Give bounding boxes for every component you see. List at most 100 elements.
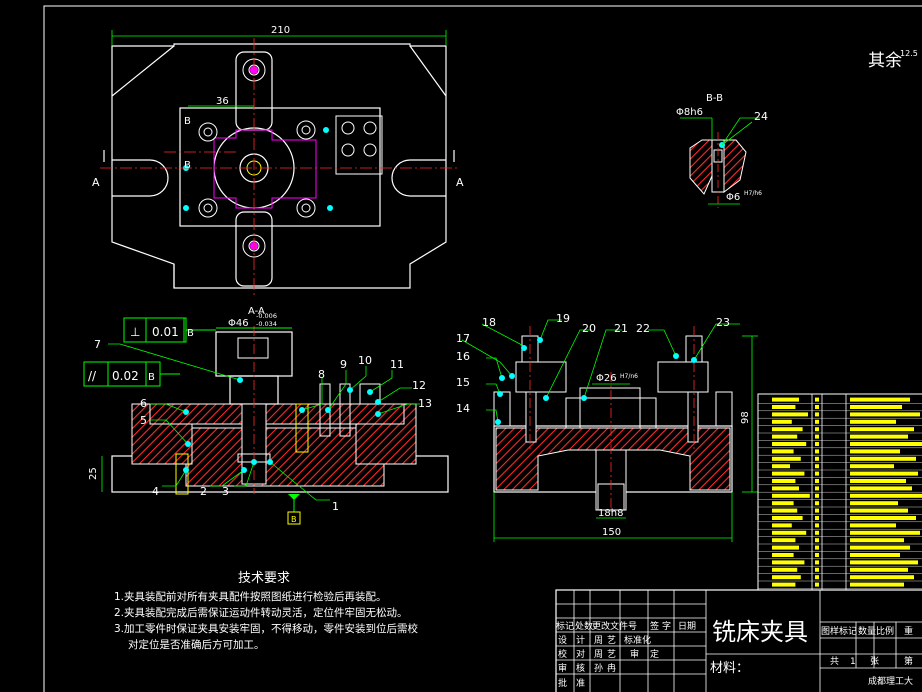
row-check-5: 审 xyxy=(630,648,639,660)
parts-list-name-text xyxy=(772,419,792,424)
parts-list-material-text xyxy=(850,582,904,587)
part-number-17: 17 xyxy=(456,332,470,345)
section-bb-title: B-B xyxy=(706,93,723,104)
parts-list-qty-text xyxy=(815,471,819,476)
parts-list-name-text xyxy=(772,575,801,580)
part-number-14: 14 xyxy=(456,402,470,415)
row-check-1: 校 xyxy=(558,648,567,660)
parts-list-name-text xyxy=(772,479,796,483)
top-view: A A B B 210 36 xyxy=(92,25,464,296)
drawing-border xyxy=(43,5,922,692)
parts-list-material-text xyxy=(850,501,898,506)
parts-list-name-text xyxy=(772,427,803,432)
parts-list-material-text xyxy=(850,508,908,513)
part-number-12: 12 xyxy=(412,379,426,392)
row-check-3: 周 xyxy=(594,649,603,660)
parts-list-material-text xyxy=(850,516,916,520)
row-review-3: 孙 xyxy=(594,662,603,674)
part-number-23: 23 xyxy=(716,316,730,329)
parts-list-material-text xyxy=(850,442,922,446)
parts-list-qty-text xyxy=(815,530,819,535)
parts-list-name-text xyxy=(772,567,798,572)
part-number-19: 19 xyxy=(556,312,570,325)
dim-phi26-fit: H7/n6 xyxy=(620,373,638,380)
part-number-8: 8 xyxy=(318,368,325,381)
dim-phi46-lower: -0.034 xyxy=(256,320,277,328)
parts-list-name-text xyxy=(772,456,801,461)
parts-list-name-text xyxy=(772,538,796,543)
dim-phi26: Φ26 xyxy=(596,373,617,384)
parts-list-material-text xyxy=(850,567,908,572)
parts-list-material-text xyxy=(850,449,900,454)
perp-symbol: ⊥ xyxy=(130,325,140,339)
part-callouts: 7 6 5 4 2 3 1 8 9 10 11 12 13 14 15 16 1… xyxy=(94,110,768,513)
rh-mark: 图样标记 xyxy=(821,625,857,637)
parts-list-qty-text xyxy=(815,508,819,513)
part-number-10: 10 xyxy=(358,354,372,367)
row-check-6: 定 xyxy=(650,648,659,660)
parts-list-name-text xyxy=(772,493,810,498)
row-approve-2: 准 xyxy=(576,678,585,689)
corner-roughness: 12.5 xyxy=(900,49,918,58)
part-number-5: 5 xyxy=(140,414,147,427)
part-number-18: 18 xyxy=(482,316,496,329)
drawing-title: 铣床夹具 xyxy=(712,618,808,646)
parts-list-qty-text xyxy=(815,486,819,491)
parts-list-name-text xyxy=(772,405,796,409)
section-a-right: A xyxy=(456,176,464,189)
para-datum: B xyxy=(148,372,155,383)
parts-list-name-text xyxy=(772,530,807,535)
sheet-count: 1 xyxy=(850,657,856,667)
parts-list-qty-text xyxy=(815,464,819,469)
parts-list-qty-text xyxy=(815,523,819,528)
dim-98: 98 xyxy=(740,411,751,424)
parts-list-material-text xyxy=(850,471,918,476)
parts-list-name-text xyxy=(772,501,794,506)
parts-list-material-text xyxy=(850,405,902,409)
dim-25: 25 xyxy=(88,467,99,480)
tech-item-2: 2.夹具装配完成后需保证运动件转动灵活，定位件牢固无松动。 xyxy=(114,606,408,619)
parts-list-material-text xyxy=(850,427,914,432)
datum-b: B xyxy=(291,515,297,524)
parts-list-qty-text xyxy=(815,442,819,446)
parts-list-qty-text xyxy=(815,479,819,483)
section-a-left: A xyxy=(92,176,100,189)
dim-phi8h6: Φ8h6 xyxy=(676,107,703,118)
part-number-6: 6 xyxy=(140,397,147,410)
row-design-5: 标准化 xyxy=(624,634,651,646)
sheet-unit: 张 xyxy=(870,656,879,667)
section-bb-view: B-B Φ8h6 Φ6 H7/h6 xyxy=(676,93,762,208)
part-number-22: 22 xyxy=(636,322,650,335)
parts-list-qty-text xyxy=(815,501,819,506)
title-header-char: 字 xyxy=(662,620,671,632)
parts-list-name-text xyxy=(772,397,799,402)
parts-list-name-text xyxy=(772,434,798,439)
parts-list-material-text xyxy=(850,553,900,557)
parts-list-qty-text xyxy=(815,493,819,498)
parts-list-name-text xyxy=(772,471,805,476)
parts-list-name-text xyxy=(772,508,798,513)
row-design-2: 计 xyxy=(576,634,585,646)
corner-title: 其余 xyxy=(868,51,902,71)
perp-value: 0.01 xyxy=(152,325,179,339)
row-review-2: 核 xyxy=(576,662,585,674)
dim-150: 150 xyxy=(602,527,621,538)
parts-list-material-text xyxy=(850,397,910,402)
parts-list-qty-text xyxy=(815,427,819,432)
parts-list-name-text xyxy=(772,449,794,454)
dim-phi46: Φ46 xyxy=(228,318,249,329)
part-number-11: 11 xyxy=(390,358,404,371)
parts-list-material-text xyxy=(850,560,918,565)
parts-list-qty-text xyxy=(815,412,819,417)
parts-list-name-text xyxy=(772,486,799,491)
part-number-21: 21 xyxy=(614,322,628,335)
part-number-7: 7 xyxy=(94,338,101,351)
parts-list-material-text xyxy=(850,456,916,461)
dim-phi6: Φ6 xyxy=(726,192,740,203)
part-number-16: 16 xyxy=(456,350,470,363)
part-number-13: 13 xyxy=(418,397,432,410)
dim-phi6-fit: H7/h6 xyxy=(744,190,762,197)
parts-list-qty-text xyxy=(815,397,819,402)
parts-list-qty-text xyxy=(815,567,819,572)
parts-list-qty-text xyxy=(815,553,819,557)
